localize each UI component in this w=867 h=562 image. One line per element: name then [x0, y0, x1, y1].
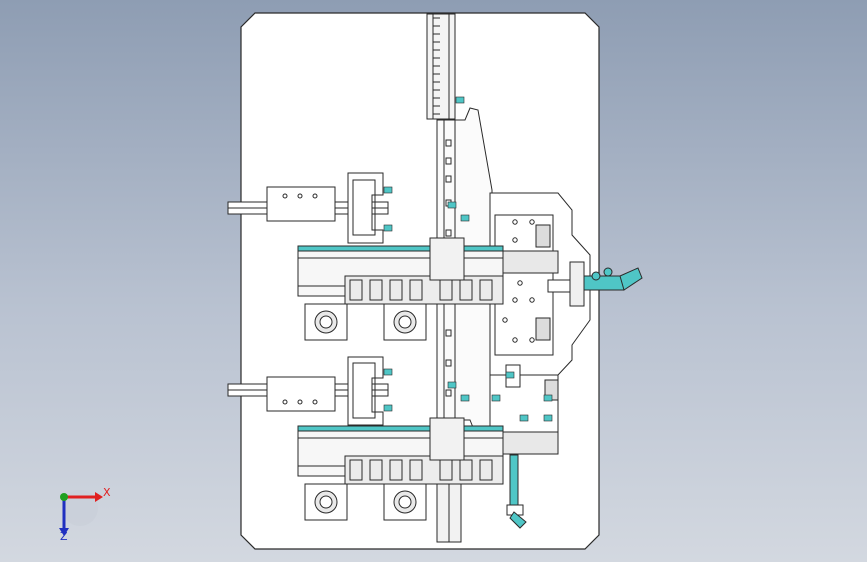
plate-hole [512, 237, 518, 243]
z-axis-label: Z [60, 530, 68, 543]
bolt [445, 157, 452, 165]
fitting [491, 394, 501, 402]
carriage-segment [349, 279, 363, 301]
bracket-hole [312, 193, 318, 199]
bolt [445, 175, 452, 183]
carriage-segment [389, 279, 403, 301]
bracket-hole [297, 399, 303, 405]
fitting [460, 394, 470, 402]
fitting [519, 414, 529, 422]
carriage-segment [389, 459, 403, 481]
fitting [505, 371, 515, 379]
carriage-segment [479, 459, 493, 481]
carriage-segment [459, 459, 473, 481]
carriage-segment [439, 279, 453, 301]
carriage-segment [409, 279, 423, 301]
plate-hole [502, 317, 508, 323]
bracket-hole [282, 193, 288, 199]
x-axis-label: X [103, 486, 111, 499]
carriage-segment [479, 279, 493, 301]
plate-hole [529, 219, 535, 225]
plate-hole [512, 297, 518, 303]
fitting [383, 186, 393, 194]
carriage-segment [459, 279, 473, 301]
side-cylinder [547, 261, 643, 307]
bolt [445, 359, 452, 367]
bolt [445, 229, 452, 237]
carriage-segment [369, 279, 383, 301]
bracket-hole [312, 399, 318, 405]
bracket-hole [297, 193, 303, 199]
fitting [460, 214, 470, 222]
axis-triad [59, 490, 103, 536]
carriage-segment [409, 459, 423, 481]
bottom-rail [436, 479, 462, 543]
fitting [383, 404, 393, 412]
plate-hole [529, 337, 535, 343]
bracket-hole [282, 399, 288, 405]
vertical-scale-rail [426, 13, 456, 120]
fitting [383, 224, 393, 232]
fitting [543, 414, 553, 422]
lower-gripper-assembly [227, 356, 559, 521]
bolt [445, 389, 452, 397]
carriage-segment [349, 459, 363, 481]
plate-hole [512, 219, 518, 225]
pneumatic-fittings [383, 96, 553, 422]
carriage-segment [439, 459, 453, 481]
fitting [447, 201, 457, 209]
carriage-details [282, 193, 493, 481]
plate-hole [512, 337, 518, 343]
fitting [383, 368, 393, 376]
plate-hole [517, 280, 523, 286]
bolt [445, 139, 452, 147]
bolt [445, 329, 452, 337]
plate-hole [529, 297, 535, 303]
fitting [455, 96, 465, 104]
upper-gripper-assembly [227, 172, 559, 341]
fitting [543, 394, 553, 402]
carriage-segment [369, 459, 383, 481]
fitting [447, 381, 457, 389]
